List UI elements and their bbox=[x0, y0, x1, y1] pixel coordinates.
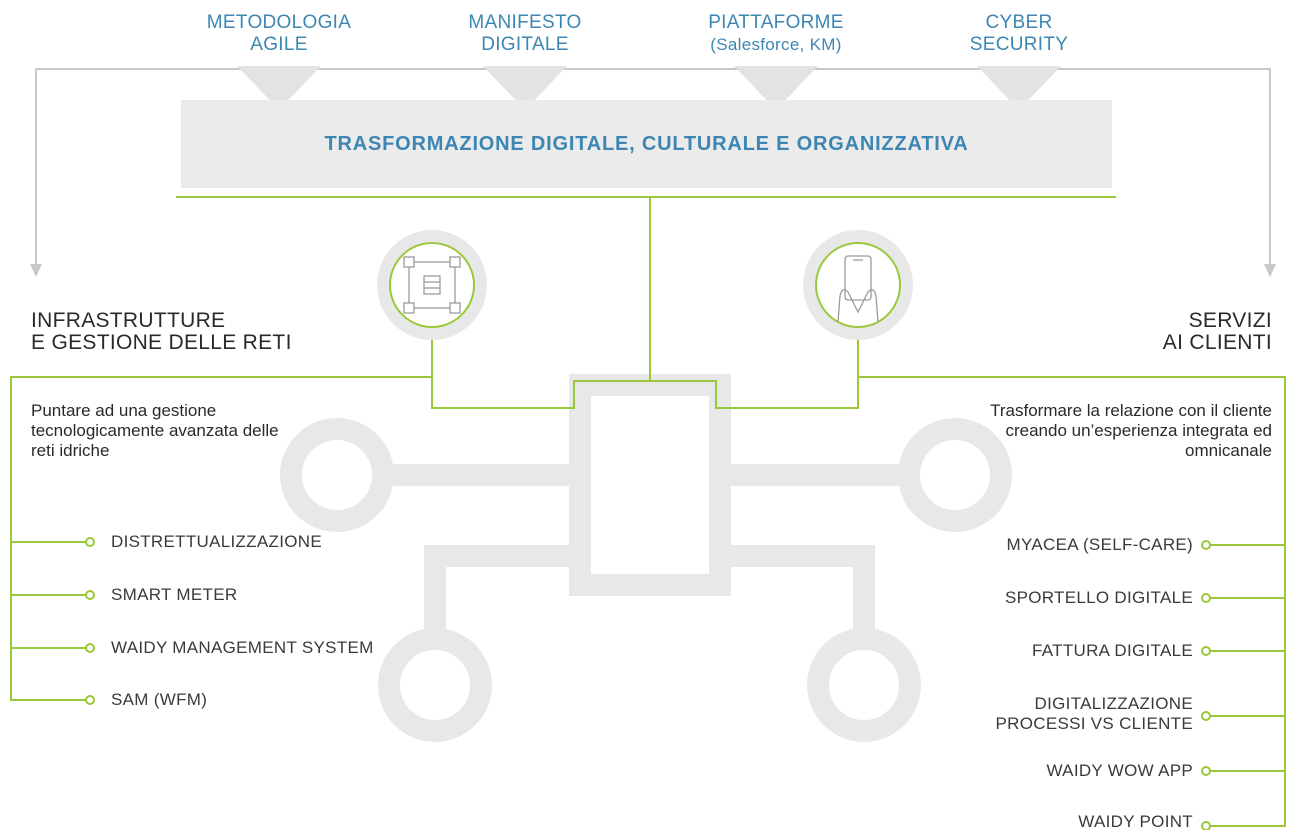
right-item-fattura: FATTURA DIGITALE bbox=[1032, 641, 1193, 660]
bullet-dots bbox=[85, 537, 1211, 830]
right-item-sportello: SPORTELLO DIGITALE bbox=[1004, 588, 1193, 607]
left-item-smart-meter: SMART METER bbox=[111, 585, 238, 604]
input-triangles bbox=[237, 66, 1061, 110]
arrow-right-icon bbox=[1264, 264, 1276, 277]
left-item-waidy-management: WAIDY MANAGEMENT SYSTEM bbox=[111, 638, 374, 657]
left-item-distrettualizzazione: DISTRETTUALIZZAZIONE bbox=[111, 532, 322, 551]
circuit-background bbox=[280, 374, 1012, 742]
transformation-banner: TRASFORMAZIONE DIGITALE, CULTURALE E ORG… bbox=[181, 100, 1112, 188]
network-diagram-icon bbox=[377, 230, 487, 340]
right-item-waidy-wow: WAIDY WOW APP bbox=[1046, 761, 1193, 780]
right-description: Trasformare la relazione con il cliente … bbox=[990, 401, 1272, 460]
banner-title: TRASFORMAZIONE DIGITALE, CULTURALE E ORG… bbox=[324, 132, 969, 155]
arrow-left-icon bbox=[30, 264, 42, 277]
left-item-sam: SAM (WFM) bbox=[111, 690, 208, 709]
right-item-waidy-point: WAIDY POINT bbox=[1078, 812, 1193, 831]
green-connectors bbox=[10, 196, 1286, 827]
smartphone-hand-icon bbox=[803, 230, 913, 340]
left-description: Puntare ad una gestione tecnologicamente… bbox=[31, 401, 279, 460]
gray-arrows bbox=[35, 68, 1271, 264]
right-item-myacea: MYACEA (SELF-CARE) bbox=[1006, 535, 1193, 554]
input-label-platforms: PIATTAFORME(Salesforce, KM) bbox=[708, 12, 844, 54]
